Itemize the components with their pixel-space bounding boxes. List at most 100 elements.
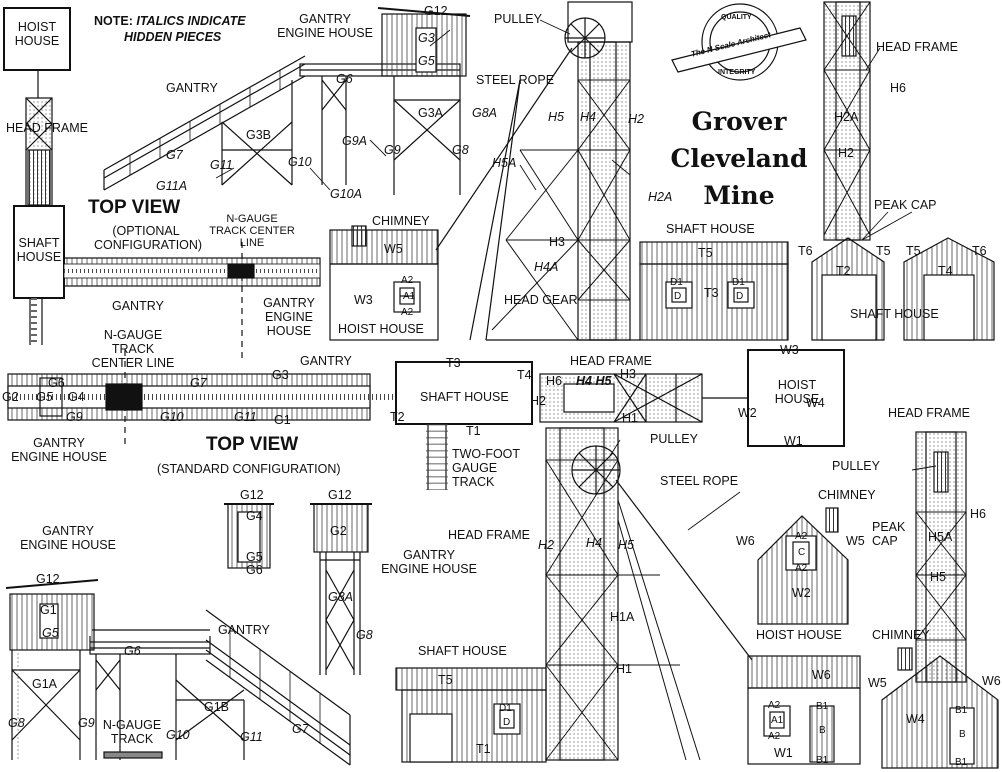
part-h2-standard: H2	[530, 394, 546, 408]
part-h2-bottom: H2	[538, 538, 554, 552]
head-frame-label: HEAD FRAME	[6, 121, 88, 135]
part-a2-bottom-1: A2	[768, 700, 781, 711]
part-t5-right-2: T5	[906, 244, 921, 258]
part-h5-bottom-right: H5	[930, 570, 946, 584]
part-d1-top-2: D1	[732, 277, 745, 288]
pulley-label-bottom-right: PULLEY	[832, 459, 880, 473]
pulley-label-standard: PULLEY	[650, 432, 698, 446]
part-b1-right-2: B1	[955, 757, 968, 768]
part-w2-mid-right: W2	[792, 586, 811, 600]
part-g8a-small: G8A	[328, 590, 354, 604]
hoist-house-label-bottom: HOIST HOUSE	[756, 628, 842, 642]
part-g12-small-2: G12	[328, 488, 352, 502]
shaft-house-label-right: SHAFT HOUSE	[850, 307, 939, 321]
part-g11-top: G11	[210, 158, 233, 172]
part-t6-left: T6	[798, 244, 813, 258]
part-t5-right-1: T5	[876, 244, 891, 258]
part-h2-right: H2	[838, 146, 854, 160]
part-h6-bottom-right: H6	[970, 507, 986, 521]
title-line-1: Grover	[691, 107, 787, 136]
part-h1a-bottom: H1A	[610, 610, 635, 624]
part-g6-top: G6	[336, 72, 353, 86]
part-d1-top-1: D1	[670, 277, 683, 288]
part-g9-standard: G9	[66, 410, 83, 424]
part-g9a: G9A	[342, 134, 368, 148]
part-g4-standard: G4	[68, 390, 85, 404]
shaft-house-label-bottom: SHAFT HOUSE	[418, 644, 507, 658]
part-a2-top-1: A2	[401, 275, 414, 286]
head-frame-label-top-right: HEAD FRAME	[876, 40, 958, 54]
steel-rope-label-top: STEEL ROPE	[476, 73, 555, 87]
gantry-engine-house-label-bottom-left: GANTRY ENGINE HOUSE	[20, 524, 116, 552]
part-g1b: G1B	[204, 700, 230, 714]
part-w3-top: W3	[354, 293, 373, 307]
part-h5a-top: H5A	[492, 156, 517, 170]
part-t1-standard: T1	[466, 424, 481, 438]
part-g7-top: G7	[166, 148, 183, 162]
chimney-label-bottom-right: CHIMNEY	[872, 628, 930, 642]
part-g10-standard: G10	[160, 410, 184, 424]
mine-title: Grover Cleveland Mine	[664, 103, 814, 214]
standard-config-label: (STANDARD CONFIGURATION)	[157, 462, 341, 476]
part-g8-bottom-left: G8	[8, 716, 25, 730]
shaft-house-label-standard: SHAFT HOUSE	[420, 390, 509, 404]
part-w5-mid-right: W5	[846, 534, 865, 548]
part-g5-top: G5	[418, 54, 435, 68]
part-g7-bottom-left: G7	[292, 722, 309, 736]
part-a-bottom: A1	[771, 715, 784, 726]
gantry-engine-house-label-optional: GANTRY ENGINE HOUSE	[263, 296, 315, 338]
logo-top-text: QUALITY	[721, 14, 752, 21]
part-g3b: G3B	[246, 128, 272, 142]
part-g7-standard: G7	[190, 376, 207, 390]
head-frame-label-bottom-right: HEAD FRAME	[888, 406, 970, 420]
shaft-house-label-top: SHAFT HOUSE	[666, 222, 755, 236]
peak-cap-label-bottom: PEAK CAP	[872, 520, 906, 548]
ngauge-centerline-label-2: N-GAUGE TRACK CENTER LINE	[91, 328, 175, 370]
gantry-label-optional: GANTRY	[112, 299, 164, 313]
gantry-engine-house-label-top: GANTRY ENGINE HOUSE	[277, 12, 373, 40]
part-h2-top: H2	[628, 112, 644, 126]
part-c-w2: C	[798, 547, 806, 558]
part-w3-standard: W3	[780, 343, 799, 357]
part-h5-top: H5	[548, 110, 564, 124]
top-view-heading-optional: TOP VIEW	[88, 197, 181, 218]
part-a2-bottom-2: A2	[768, 731, 781, 742]
part-w4-standard: W4	[806, 396, 825, 410]
top-view-heading-standard: TOP VIEW	[206, 434, 299, 455]
part-d-top-2: D	[736, 291, 744, 302]
gantry-engine-house-label-standard: GANTRY ENGINE HOUSE	[11, 436, 107, 464]
part-g9-bottom-left: G9	[78, 716, 95, 730]
part-h4a: H4A	[534, 260, 559, 274]
part-t6-right: T6	[972, 244, 987, 258]
ngauge-track-label: N-GAUGE TRACK	[102, 718, 162, 746]
part-w6-bottom: W6	[812, 668, 831, 682]
part-t2-right: T2	[836, 264, 851, 278]
part-g8-small: G8	[356, 628, 373, 642]
part-g1a: G1A	[32, 677, 58, 691]
pulley-label-top: PULLEY	[494, 12, 542, 26]
chimney-label-mid-right: CHIMNEY	[818, 488, 876, 502]
part-g10a: G10A	[330, 187, 362, 201]
part-t3-top: T3	[704, 286, 719, 300]
part-b-bottom: B	[819, 725, 826, 736]
gantry-label-top: GANTRY	[166, 81, 218, 95]
part-w6-mid-right: W6	[736, 534, 755, 548]
part-g2-small: G2	[330, 524, 347, 538]
part-t1-bottom: T1	[476, 742, 491, 756]
gantry-label-bottom-left: GANTRY	[218, 623, 270, 637]
part-d-bottom: D	[503, 717, 511, 728]
part-h1-bottom: H1	[616, 662, 632, 676]
steel-rope-label-bottom: STEEL ROPE	[660, 474, 739, 488]
peak-cap-label-top: PEAK CAP	[874, 198, 937, 212]
hoist-house-label: HOIST HOUSE	[14, 20, 60, 48]
part-t5-bottom: T5	[438, 673, 453, 687]
part-w4-bottom-right: W4	[906, 712, 925, 726]
head-gear-label: HEAD GEAR	[504, 293, 578, 307]
part-g5-bottom-left: G5	[42, 626, 59, 640]
part-h3-standard: H3	[620, 367, 636, 381]
part-h2a-right: H2A	[834, 110, 859, 124]
hoist-house-label-top: HOIST HOUSE	[338, 322, 424, 336]
part-g8-top: G8	[452, 143, 469, 157]
part-h5a-bottom-right: H5A	[928, 530, 953, 544]
part-b1-right-1: B1	[955, 705, 968, 716]
